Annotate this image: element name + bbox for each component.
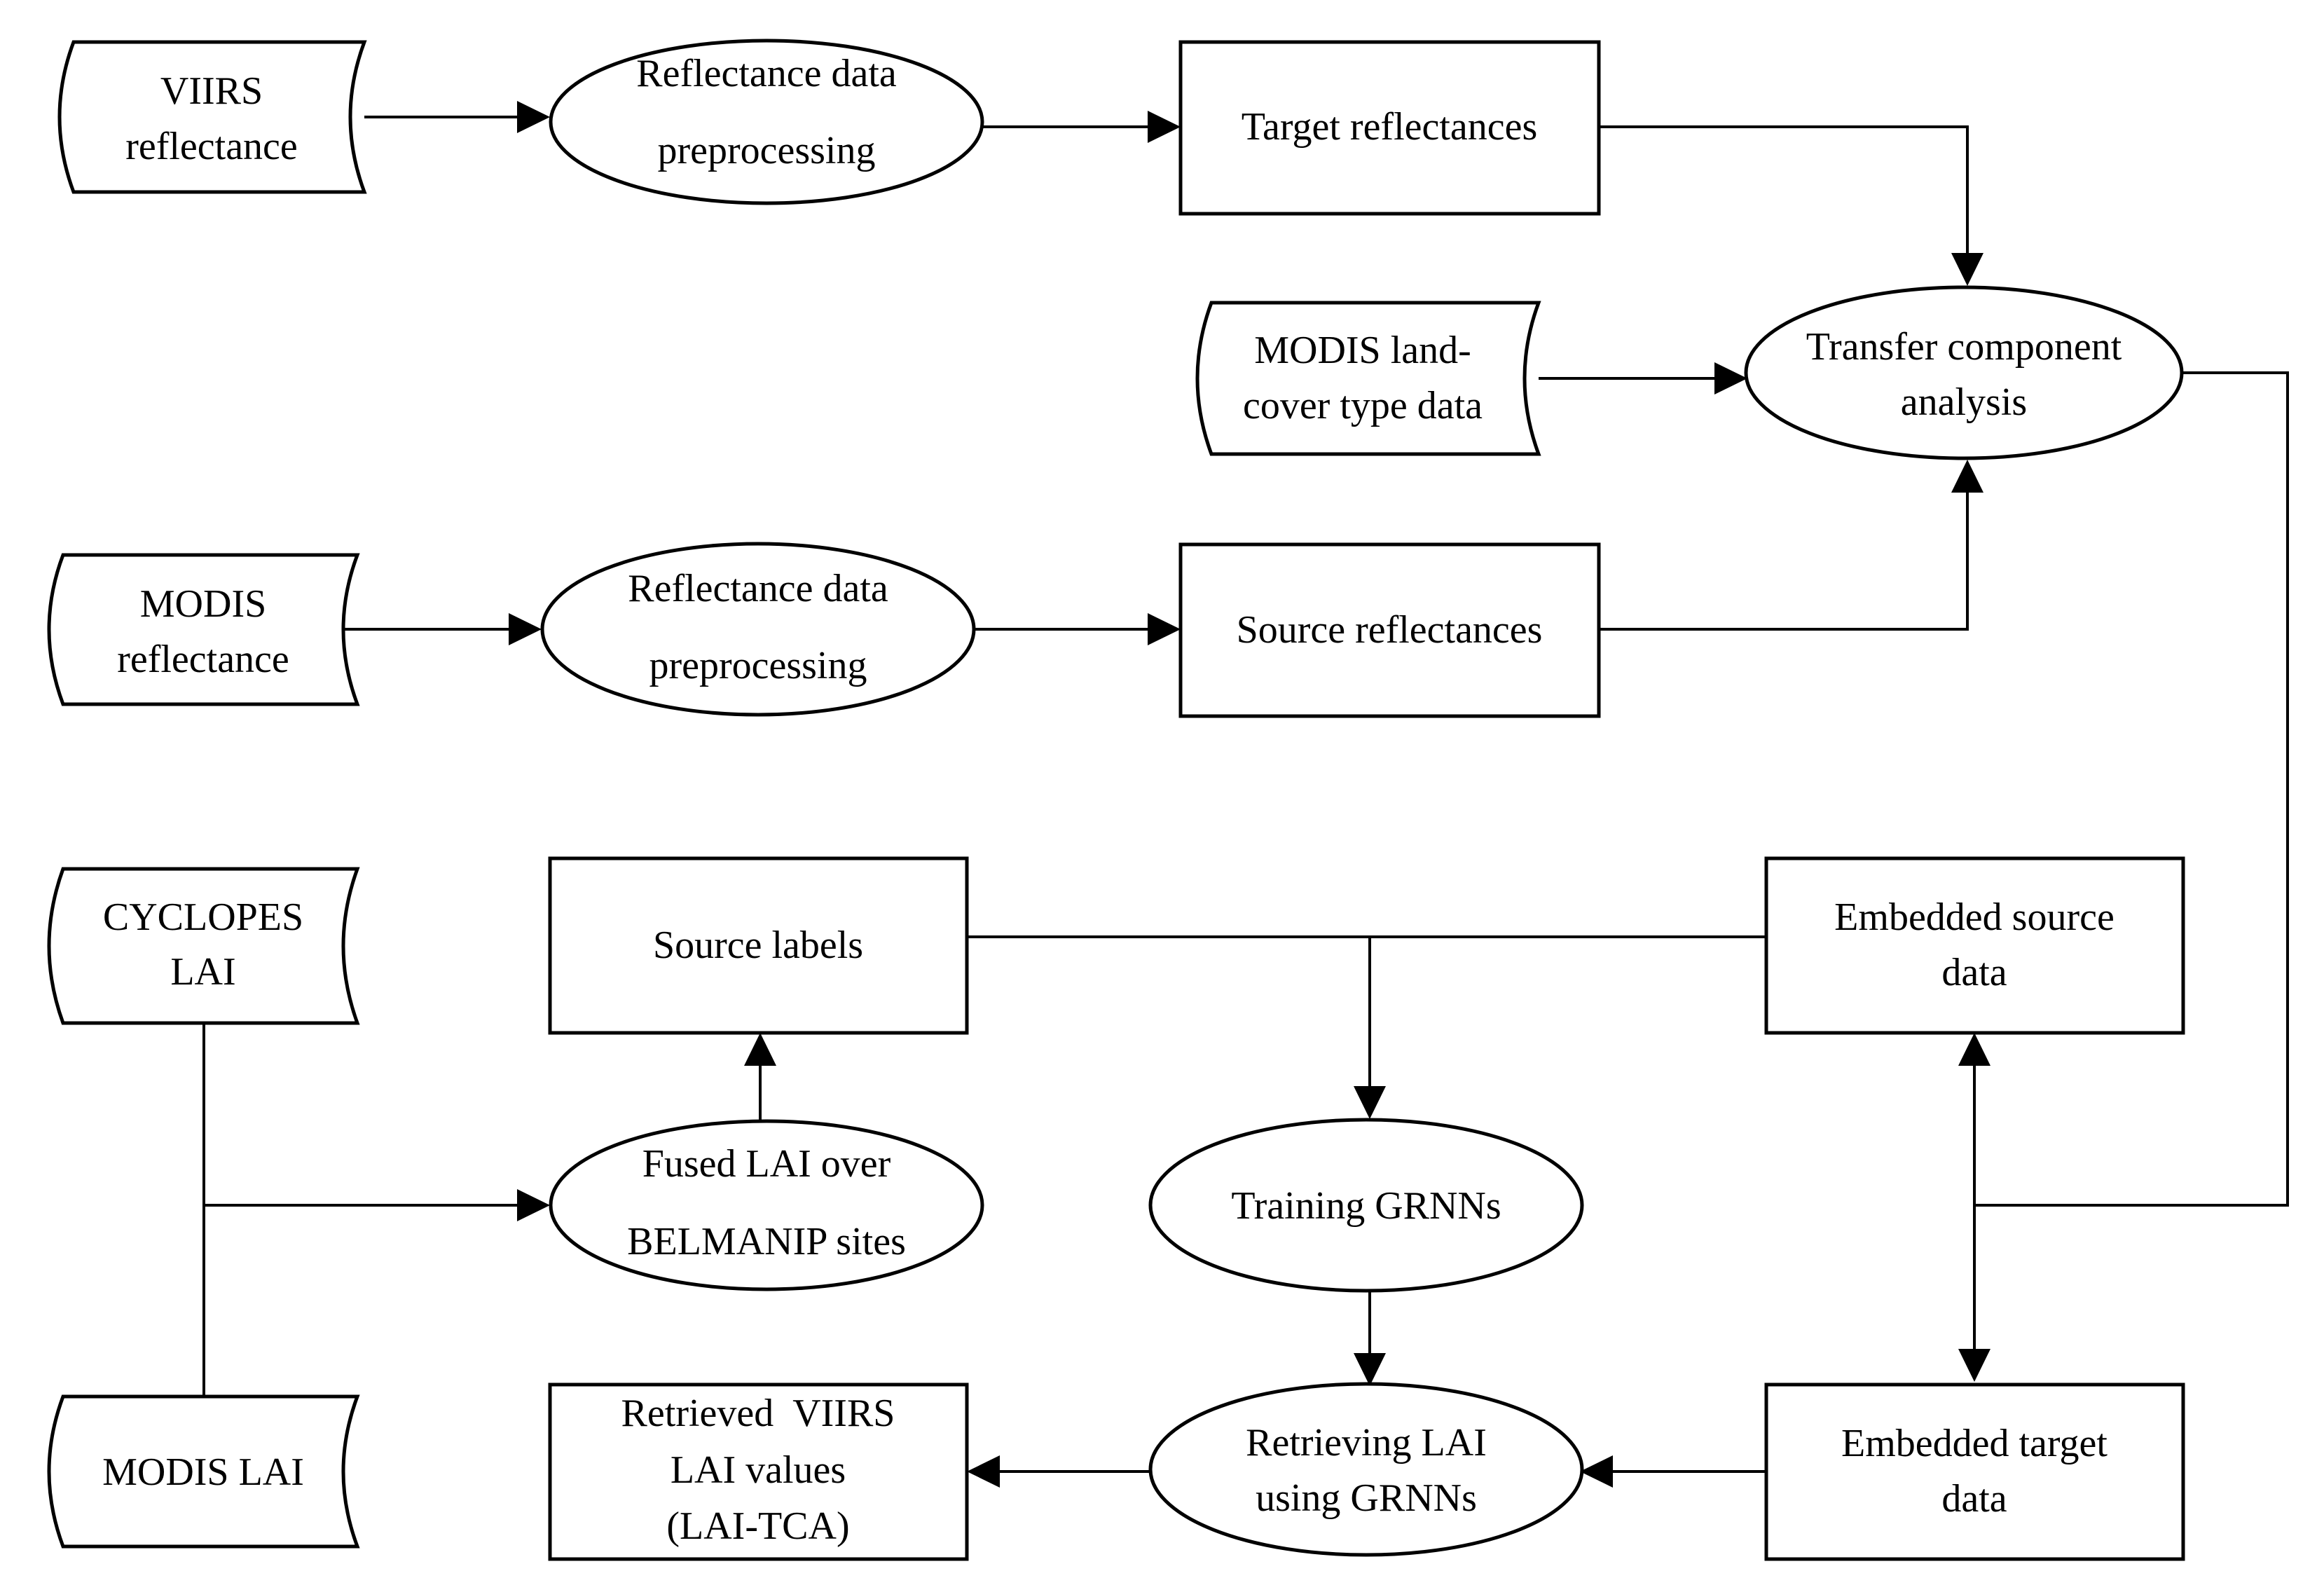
arrowhead bbox=[1958, 1349, 1990, 1382]
arrowhead bbox=[517, 1189, 550, 1221]
node-label-line: Transfer component bbox=[1806, 325, 2122, 369]
data-store-shape bbox=[47, 867, 360, 1025]
node-modis-landcover: MODIS land- cover type data bbox=[1195, 301, 1541, 456]
node-preprocessing-modis: Reflectance data preprocessing bbox=[540, 542, 976, 717]
edge-tca-output bbox=[1974, 371, 2289, 1207]
arrowhead bbox=[1148, 111, 1181, 143]
node-modis-lai: MODIS LAI bbox=[47, 1394, 360, 1549]
node-retrieved-viirs-lai: Retrieved VIIRS LAI values (LAI-TCA) bbox=[548, 1383, 969, 1561]
data-store-shape bbox=[57, 40, 367, 194]
arrowhead bbox=[1354, 1353, 1386, 1386]
node-label-line: Retrieved VIIRS bbox=[621, 1392, 895, 1435]
node-label-line: analysis bbox=[1901, 380, 2027, 424]
node-label-line: cover type data bbox=[1243, 384, 1483, 427]
arrowhead bbox=[1714, 362, 1747, 394]
arrowhead bbox=[509, 613, 542, 645]
node-source-reflectances: Source reflectances bbox=[1178, 542, 1601, 718]
node-embedded-source-data: Embedded source data bbox=[1764, 856, 2185, 1035]
node-modis-reflectance: MODIS reflectance bbox=[47, 553, 360, 706]
data-store-shape bbox=[47, 1394, 360, 1549]
node-label-line: MODIS LAI bbox=[102, 1450, 304, 1494]
node-label-line: Training GRNNs bbox=[1231, 1184, 1501, 1228]
process-ellipse bbox=[1744, 285, 2184, 460]
process-ellipse bbox=[1148, 1382, 1584, 1557]
node-training-grnns: Training GRNNs bbox=[1148, 1118, 1584, 1293]
arrowhead bbox=[1580, 1455, 1613, 1488]
process-ellipse bbox=[1148, 1118, 1584, 1293]
box bbox=[1764, 856, 2185, 1035]
node-source-labels: Source labels bbox=[548, 856, 969, 1035]
box bbox=[1178, 40, 1601, 216]
node-label-line: CYCLOPES bbox=[103, 896, 303, 939]
node-label-line: reflectance bbox=[117, 638, 289, 681]
node-label-line: preprocessing bbox=[649, 644, 867, 687]
box bbox=[548, 1383, 969, 1561]
node-label-line: data bbox=[1941, 951, 2007, 994]
node-label-line: Reflectance data bbox=[636, 52, 897, 95]
node-cyclopes-lai: CYCLOPES LAI bbox=[47, 867, 360, 1025]
box bbox=[548, 856, 969, 1035]
node-label-line: Retrieving LAI bbox=[1246, 1421, 1487, 1464]
node-target-reflectances: Target reflectances bbox=[1178, 40, 1601, 216]
node-fused-lai: Fused LAI over BELMANIP sites bbox=[549, 1119, 984, 1291]
node-label-line: data bbox=[1941, 1477, 2007, 1521]
node-preprocessing-viirs: Reflectance data preprocessing bbox=[549, 39, 984, 205]
arrowhead bbox=[1951, 253, 1983, 286]
node-label-line: preprocessing bbox=[657, 129, 875, 172]
edge-source-to-tca bbox=[1599, 490, 1969, 631]
arrowhead bbox=[744, 1033, 776, 1066]
node-viirs-reflectance: VIIRS reflectance bbox=[57, 40, 367, 194]
node-label-line: Source reflectances bbox=[1237, 608, 1543, 652]
arrowhead bbox=[517, 101, 550, 133]
data-store-shape bbox=[47, 553, 360, 706]
node-label-line: Source labels bbox=[653, 924, 863, 967]
node-label-line: LAI values bbox=[671, 1448, 846, 1492]
arrowhead bbox=[1958, 1033, 1990, 1066]
node-label-line: MODIS bbox=[140, 582, 266, 626]
node-label-line: (LAI-TCA) bbox=[666, 1504, 849, 1548]
node-label-line: LAI bbox=[170, 950, 235, 994]
node-embedded-target-data: Embedded target data bbox=[1764, 1383, 2185, 1561]
node-label-line: using GRNNs bbox=[1256, 1476, 1477, 1520]
node-retrieving-lai: Retrieving LAI using GRNNs bbox=[1148, 1382, 1584, 1557]
box bbox=[1764, 1383, 2185, 1561]
edge-target-to-tca bbox=[1599, 125, 1969, 254]
node-label-line: reflectance bbox=[125, 125, 298, 168]
process-ellipse bbox=[549, 1119, 984, 1291]
node-label-line: VIIRS bbox=[160, 69, 263, 113]
node-label-line: Fused LAI over bbox=[642, 1142, 891, 1186]
node-label-line: Target reflectances bbox=[1242, 105, 1538, 149]
box bbox=[1178, 542, 1601, 718]
connectors bbox=[202, 101, 2289, 1488]
arrowhead bbox=[1951, 460, 1983, 493]
node-transfer-component-analysis: Transfer component analysis bbox=[1744, 285, 2184, 460]
process-ellipse bbox=[549, 39, 984, 205]
arrowhead bbox=[967, 1455, 1000, 1488]
arrowhead bbox=[1354, 1086, 1386, 1119]
node-label-line: Embedded source bbox=[1834, 896, 2115, 939]
node-label-line: MODIS land- bbox=[1254, 329, 1471, 372]
node-label-line: Reflectance data bbox=[628, 567, 888, 610]
data-store-shape bbox=[1195, 301, 1541, 456]
node-label-line: Embedded target bbox=[1841, 1422, 2108, 1465]
arrowhead bbox=[1148, 613, 1181, 645]
node-label-line: BELMANIP sites bbox=[627, 1220, 906, 1263]
process-ellipse bbox=[540, 542, 976, 717]
